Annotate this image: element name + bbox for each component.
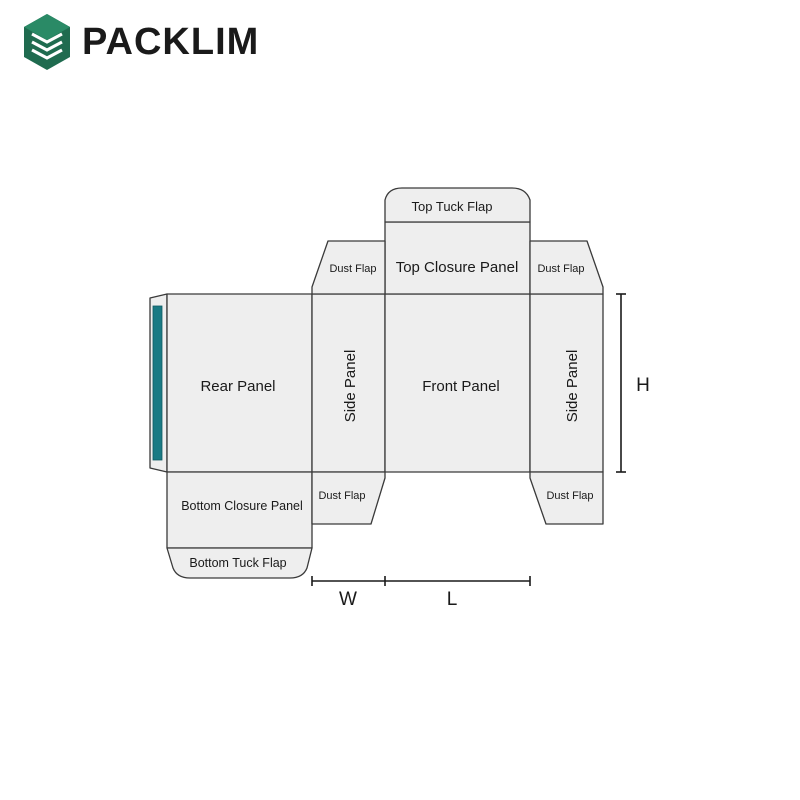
dust-flap-top-left-label: Dust Flap (329, 263, 376, 275)
length-dimension-label: L (447, 589, 458, 610)
brand-name: PACKLIM (82, 21, 260, 63)
packlim-hexagon-logo-icon (24, 14, 70, 70)
dust-flap-bottom-left-label: Dust Flap (318, 490, 365, 502)
bottom-tuck-flap (166, 547, 313, 579)
top-closure-panel (384, 221, 531, 295)
dust-flap-bottom-right (529, 471, 604, 525)
dust-flap-bottom-right-label: Dust Flap (546, 490, 593, 502)
width-dimension-label: W (339, 589, 357, 610)
dust-flap-top-right-label: Dust Flap (537, 263, 584, 275)
rear-panel-label: Rear Panel (200, 378, 275, 395)
top-tuck-flap (384, 187, 531, 223)
dust-flap-bottom-left (311, 471, 386, 525)
top-tuck-flap-label: Top Tuck Flap (412, 199, 493, 214)
height-dimension-label: H (636, 375, 650, 396)
glue-strip (152, 305, 163, 461)
front-panel-label: Front Panel (422, 378, 500, 395)
top-closure-panel-label: Top Closure Panel (396, 259, 519, 276)
dust-flap-top-right (529, 240, 604, 295)
dimension-lines (311, 293, 626, 586)
bottom-tuck-flap-label: Bottom Tuck Flap (189, 556, 286, 570)
dust-flap-top-left (311, 240, 386, 295)
bottom-closure-panel-label: Bottom Closure Panel (181, 499, 303, 513)
side-panel-right-label: Side Panel (564, 350, 581, 423)
rear-panel (166, 293, 313, 473)
side-panel-left-label: Side Panel (342, 350, 359, 423)
